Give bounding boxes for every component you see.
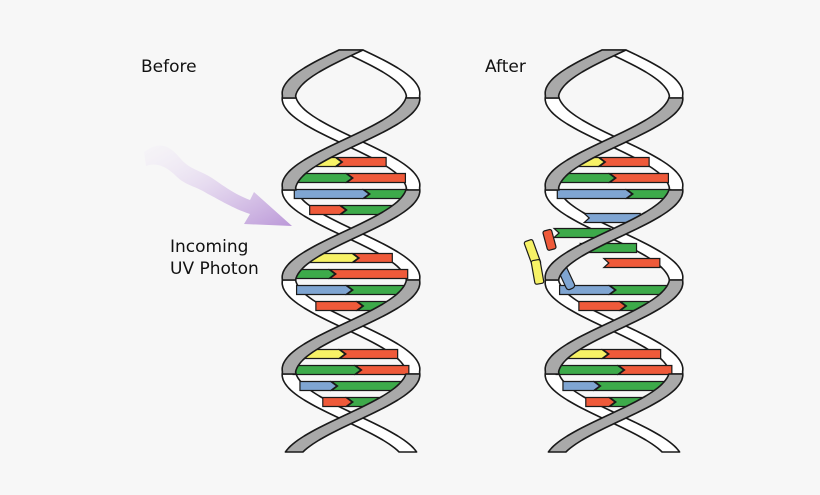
base-left — [315, 300, 364, 312]
flipped-base — [542, 228, 557, 251]
base-right — [351, 252, 393, 264]
dna-backbone-front — [544, 49, 684, 453]
backbone-front-segment — [281, 189, 421, 281]
uv-photon-arrow-icon — [144, 145, 292, 226]
base-right — [601, 348, 662, 360]
base-right — [597, 156, 650, 168]
after-label: After — [485, 57, 526, 77]
backbone-back-segment — [338, 49, 421, 99]
dna-damaged-bases — [523, 212, 661, 291]
backbone-back-segment — [601, 49, 684, 99]
dna-base-pairs — [555, 156, 673, 408]
base-left — [585, 396, 616, 408]
backbone-front-segment — [281, 49, 364, 99]
base-left — [555, 364, 625, 376]
flipped-base — [530, 259, 545, 285]
base-right — [345, 284, 407, 296]
backbone-front-segment — [547, 373, 684, 453]
base-right — [592, 380, 666, 392]
backbone-front-segment — [544, 189, 684, 281]
base-left — [293, 188, 371, 200]
base-left — [292, 364, 362, 376]
base-left — [562, 380, 601, 392]
base-left — [322, 396, 353, 408]
backbone-front-segment — [544, 279, 684, 375]
base-left — [295, 284, 353, 296]
base-left — [556, 188, 634, 200]
base-right — [608, 284, 670, 296]
before-label: Before — [141, 57, 197, 77]
base-left — [578, 300, 627, 312]
base-right — [345, 172, 407, 184]
backbone-front-segment — [281, 97, 421, 191]
base-right — [329, 380, 403, 392]
backbone-front-segment — [544, 49, 627, 99]
base-left — [299, 380, 338, 392]
base-right — [616, 364, 673, 376]
uv-label-line2: UV Photon — [170, 259, 259, 279]
uv-label-line1: Incoming — [170, 237, 249, 257]
dna-after — [523, 49, 684, 453]
dna-before — [281, 49, 421, 453]
broken-base — [582, 212, 641, 224]
base-right — [338, 348, 399, 360]
backbone-front-segment — [281, 279, 421, 375]
base-right — [328, 268, 409, 280]
dna-base-pairs — [292, 156, 410, 408]
broken-base — [552, 227, 611, 239]
backbone-front-segment — [284, 373, 421, 453]
base-right — [339, 204, 393, 216]
base-right — [362, 188, 409, 200]
dna-backbone-front — [281, 49, 421, 453]
base-right — [608, 172, 670, 184]
base-left — [309, 204, 347, 216]
uv-photon-label: Incoming UV Photon — [170, 236, 259, 280]
base-right — [353, 364, 410, 376]
base-right — [334, 156, 387, 168]
broken-base — [602, 257, 661, 269]
base-right — [625, 188, 672, 200]
backbone-front-segment — [544, 97, 684, 191]
